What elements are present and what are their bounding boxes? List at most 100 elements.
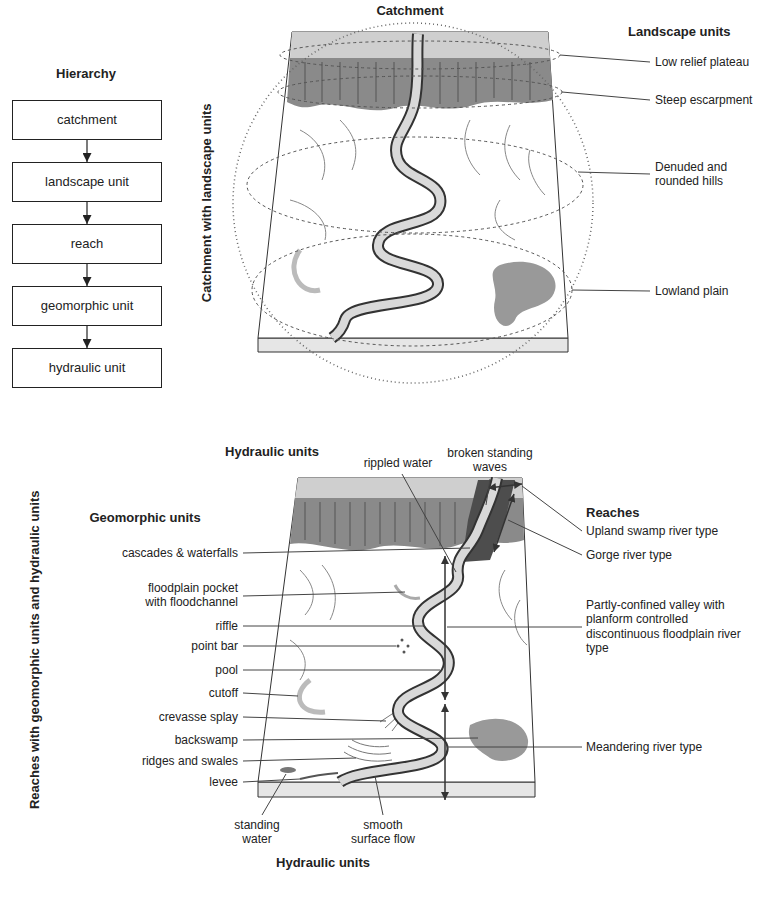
- block-top: [258, 32, 568, 338]
- landscape-ellipse: [247, 137, 583, 233]
- leader-line: [243, 779, 300, 782]
- flow-arrow: [86, 202, 87, 224]
- hydraulic-unit-label: broken standing waves: [443, 446, 538, 475]
- hill-line: [515, 600, 527, 645]
- reach-extent-arrows: [445, 484, 522, 800]
- standing-water-pond: [280, 767, 296, 773]
- hill-line: [322, 565, 335, 620]
- reach-arrow: [444, 704, 446, 800]
- landscape-unit-label: Low relief plateau: [655, 55, 770, 69]
- leader-line: [243, 592, 405, 596]
- backswamp-area: [493, 262, 556, 326]
- oxbow-lake: [294, 250, 320, 291]
- axis-title: Catchment with landscape units: [199, 73, 215, 333]
- point-bar-dots: [397, 639, 410, 654]
- hill-line: [505, 125, 520, 180]
- hydraulic-unit-label: rippled water: [353, 456, 443, 470]
- hydraulic-unit-label: smooth surface flow: [345, 818, 421, 847]
- hill-line: [340, 120, 356, 170]
- hill-lines: [290, 565, 527, 680]
- flow-arrow: [86, 326, 87, 348]
- leader-line: [243, 548, 470, 553]
- box-label: reach: [65, 236, 110, 252]
- reach-arrow: [494, 494, 514, 552]
- flow-arrow: [86, 140, 87, 162]
- column-heading: Reaches: [586, 505, 706, 521]
- hill-line: [495, 200, 515, 240]
- geomorphic-unit-label: point bar: [88, 639, 238, 653]
- leader-line: [243, 670, 440, 671]
- geomorphic-unit-label: floodplain pocket with floodchannel: [128, 581, 238, 610]
- river-bank: [332, 34, 440, 338]
- landscape-ellipse: [252, 234, 572, 346]
- figure-heading: Catchment: [350, 3, 470, 19]
- column-heading: Hydraulic units: [258, 855, 388, 871]
- cutoff-oxbow: [299, 680, 325, 712]
- hill-line: [529, 150, 545, 195]
- levee-ridge: [300, 773, 338, 779]
- reach-label: Partly-confined valley with planform con…: [586, 598, 741, 656]
- leader-line: [578, 172, 650, 174]
- reach-arrow: [444, 556, 446, 700]
- reach-arrow: [488, 484, 522, 488]
- landscape-ellipses: [247, 41, 583, 346]
- hierarchy-box: hydraulic unit: [12, 348, 162, 388]
- leader-lines: [243, 474, 582, 815]
- leader-line: [572, 290, 650, 291]
- leader-line: [243, 758, 356, 761]
- box-label: catchment: [51, 112, 123, 128]
- leader-line: [447, 747, 582, 748]
- flow-arrow: [86, 264, 87, 286]
- block-base: [258, 782, 535, 797]
- geomorphic-unit-label: riffle: [88, 619, 238, 633]
- hill-line: [465, 120, 480, 175]
- axis-title: Reaches with geomorphic units and hydrau…: [27, 470, 43, 830]
- catchment-block: [258, 32, 568, 352]
- leader-line: [375, 776, 383, 815]
- landscape-unit-label: Lowland plain: [655, 284, 770, 298]
- leader-lines: [560, 55, 650, 291]
- column-heading: Hydraulic units: [207, 444, 337, 460]
- leader-line: [243, 646, 396, 647]
- leader-line: [243, 738, 478, 740]
- backswamp-area: [469, 719, 528, 761]
- escarpment-hachure: [305, 502, 455, 546]
- river-channel: [332, 34, 440, 338]
- column-heading: Landscape units: [628, 24, 768, 40]
- geomorphic-unit-label: cascades & waterfalls: [88, 546, 238, 560]
- section-heading: Hierarchy: [26, 66, 146, 82]
- block-top: [258, 478, 535, 782]
- hierarchy-box: geomorphic unit: [12, 286, 162, 326]
- gravel-dot: [397, 645, 400, 648]
- hill-line: [300, 570, 313, 615]
- geomorphic-unit-label: levee: [88, 775, 238, 789]
- hierarchy-box: catchment: [12, 100, 162, 140]
- gravel-dot: [401, 639, 404, 642]
- river-bank: [340, 478, 497, 782]
- leader-line: [243, 693, 298, 696]
- landscape-ellipse: [278, 76, 562, 108]
- geomorphic-unit-label: backswamp: [88, 733, 238, 747]
- landscape-unit-label: Steep escarpment: [655, 93, 770, 107]
- hill-line: [499, 570, 512, 620]
- geomorphic-unit-label: crevasse splay: [88, 710, 238, 724]
- block-base: [258, 338, 568, 352]
- hierarchy-box: landscape unit: [12, 162, 162, 202]
- reach-label: Gorge river type: [586, 548, 766, 562]
- reach-label: Upland swamp river type: [586, 524, 766, 538]
- landscape-unit-label: Denuded and rounded hills: [655, 160, 745, 189]
- leader-line: [508, 520, 582, 555]
- leader-line: [402, 474, 456, 572]
- leader-line: [447, 627, 582, 628]
- gravel-dot: [407, 645, 410, 648]
- geomorphic-unit-label: ridges and swales: [88, 754, 238, 768]
- leader-line: [522, 486, 582, 531]
- column-heading: Geomorphic units: [70, 510, 220, 526]
- box-label: landscape unit: [39, 174, 135, 190]
- leader-line: [560, 55, 650, 62]
- landscape-ellipse: [280, 41, 560, 69]
- leader-line: [486, 479, 490, 505]
- geomorphic-unit-label: pool: [88, 663, 238, 677]
- leader-line: [243, 626, 425, 627]
